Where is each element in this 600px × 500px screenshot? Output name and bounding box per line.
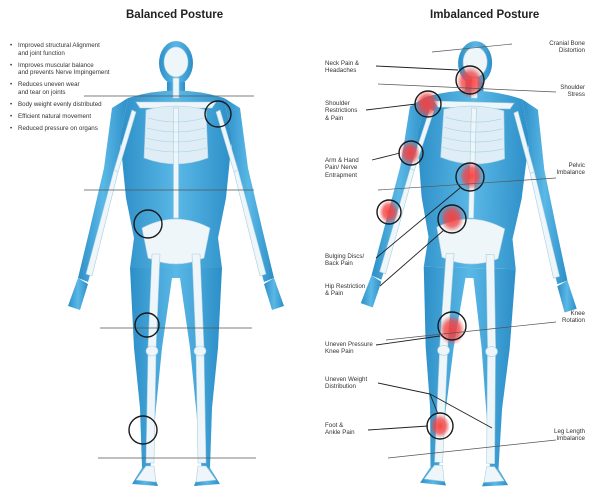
benefit-item-wear: Reduces uneven wear and tear on joints: [10, 81, 150, 96]
balanced-knee-circle: [134, 312, 160, 338]
lower-back-circle: [455, 162, 485, 192]
knee-hotspot: [439, 315, 465, 345]
label-hip-restriction: Hip Restriction & Pain: [325, 283, 366, 298]
neck-circle: [455, 65, 485, 95]
imbalanced-figure: [355, 37, 584, 490]
balanced-joint-circles: [128, 100, 232, 445]
balanced-shoulder-circle: [204, 100, 232, 128]
elbow-hotspot: [400, 141, 420, 165]
neck-hotspot: [456, 66, 484, 98]
shoulder-hotspot: [415, 90, 439, 118]
label-knee-rotation: Knee Rotation: [561, 310, 585, 325]
balanced-hip-circle: [133, 209, 163, 239]
ankle-hotspot: [430, 414, 450, 438]
balanced-ankle-circle: [128, 415, 158, 445]
label-knee-pain: Uneven Pressure Knee Pain: [325, 341, 373, 356]
hip-circle: [437, 204, 467, 234]
label-foot-ankle-pain: Foot & Ankle Pain: [325, 422, 355, 437]
imbalanced-leader-lines: [365, 65, 493, 431]
hand-hotspot: [379, 200, 399, 224]
benefit-item-weight: Body weight evenly distributed: [10, 101, 150, 109]
label-pelvic-imbalance: Pelvic Imbalance: [556, 162, 585, 177]
label-cranial-bone: Cranial Bone Distortion: [549, 40, 585, 55]
label-arm-hand-pain: Arm & Hand Pain/ Nerve Entrapment: [325, 157, 359, 179]
imbalanced-posture-title: Imbalanced Posture: [430, 9, 540, 21]
label-shoulder-restrictions: Shoulder Restrictions & Pain: [325, 100, 358, 122]
balanced-posture-title: Balanced Posture: [126, 9, 224, 21]
balanced-reference-lines: [84, 95, 256, 459]
knee-circle: [437, 311, 467, 341]
label-leg-length: Leg Length Imbalance: [554, 428, 585, 443]
label-shoulder-stress: Shoulder Stress: [560, 84, 585, 99]
benefit-item-alignment: Improved structural Alignment and joint …: [10, 42, 150, 57]
benefit-item-movement: Efficient natural movement: [10, 113, 150, 121]
benefits-list: Improved structural Alignment and joint …: [10, 42, 150, 137]
balanced-figure: [67, 40, 285, 487]
imbalanced-reference-lines: [377, 43, 557, 459]
label-neck-pain: Neck Pain & Headaches: [325, 60, 360, 75]
hand-circle: [376, 199, 402, 225]
hip-hotspot: [440, 204, 464, 232]
label-bulging-discs: Bulging Discs/ Back Pain: [325, 253, 365, 268]
benefit-item-muscular-balance: Improves muscular balance and prevents N…: [10, 62, 150, 77]
label-uneven-weight: Uneven Weight Distribution: [325, 376, 368, 391]
benefit-item-organs: Reduced pressure on organs: [10, 125, 150, 133]
